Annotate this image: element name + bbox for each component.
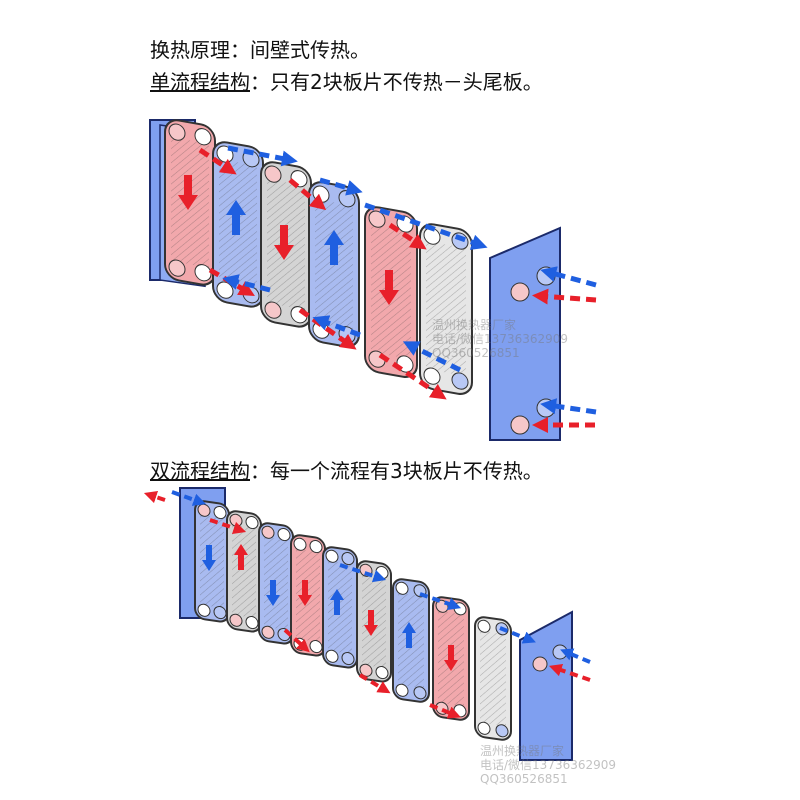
watermark-1: 温州换热器厂家 电话/微信13736362909 QQ360526851 xyxy=(432,318,568,360)
single-pass-diagram xyxy=(149,119,597,441)
hot-down-arrows xyxy=(178,175,399,305)
watermark-2-line3: QQ360526851 xyxy=(480,772,568,786)
single-pass-separator: ： xyxy=(250,70,270,94)
watermark-2-line1: 温州换热器厂家 xyxy=(480,744,565,758)
caption-double-pass: 双流程结构：每一个流程有3块板片不传热。 xyxy=(150,455,543,484)
watermark-2: 温州换热器厂家 电话/微信13736362909 QQ360526851 xyxy=(480,744,616,786)
double-vertical-arrows xyxy=(202,544,458,671)
single-pass-heading: 单流程结构 xyxy=(150,70,250,94)
double-plates xyxy=(194,500,512,741)
double-pass-heading: 双流程结构 xyxy=(150,459,250,483)
double-pass-text: 每一个流程有3块板片不传热。 xyxy=(270,459,543,483)
principle-separator: ： xyxy=(230,38,250,62)
double-hot-arrows xyxy=(143,490,591,719)
cold-flow-arrows xyxy=(222,145,597,415)
principle-text: 间壁式传热。 xyxy=(250,38,370,62)
double-pass-separator: ： xyxy=(250,459,270,483)
watermark-1-line2: 电话/微信13736362909 xyxy=(432,332,569,346)
cold-up-arrows xyxy=(226,200,344,265)
caption-principle: 换热原理：间壁式传热。 xyxy=(150,34,370,63)
watermark-1-line3: QQ360526851 xyxy=(432,346,520,360)
double-cold-arrows xyxy=(171,490,591,664)
single-pass-text: 只有2块板片不传热－头尾板。 xyxy=(270,70,543,94)
watermark-1-line1: 温州换热器厂家 xyxy=(432,318,517,332)
double-pass-diagram xyxy=(143,487,591,761)
plate-6-end xyxy=(419,223,473,395)
watermark-2-line2: 电话/微信13736362909 xyxy=(480,758,617,772)
caption-single-pass: 单流程结构：只有2块板片不传热－头尾板。 xyxy=(150,66,543,95)
principle-label: 换热原理 xyxy=(150,38,230,62)
pressure-frame-plate-2 xyxy=(519,610,573,761)
